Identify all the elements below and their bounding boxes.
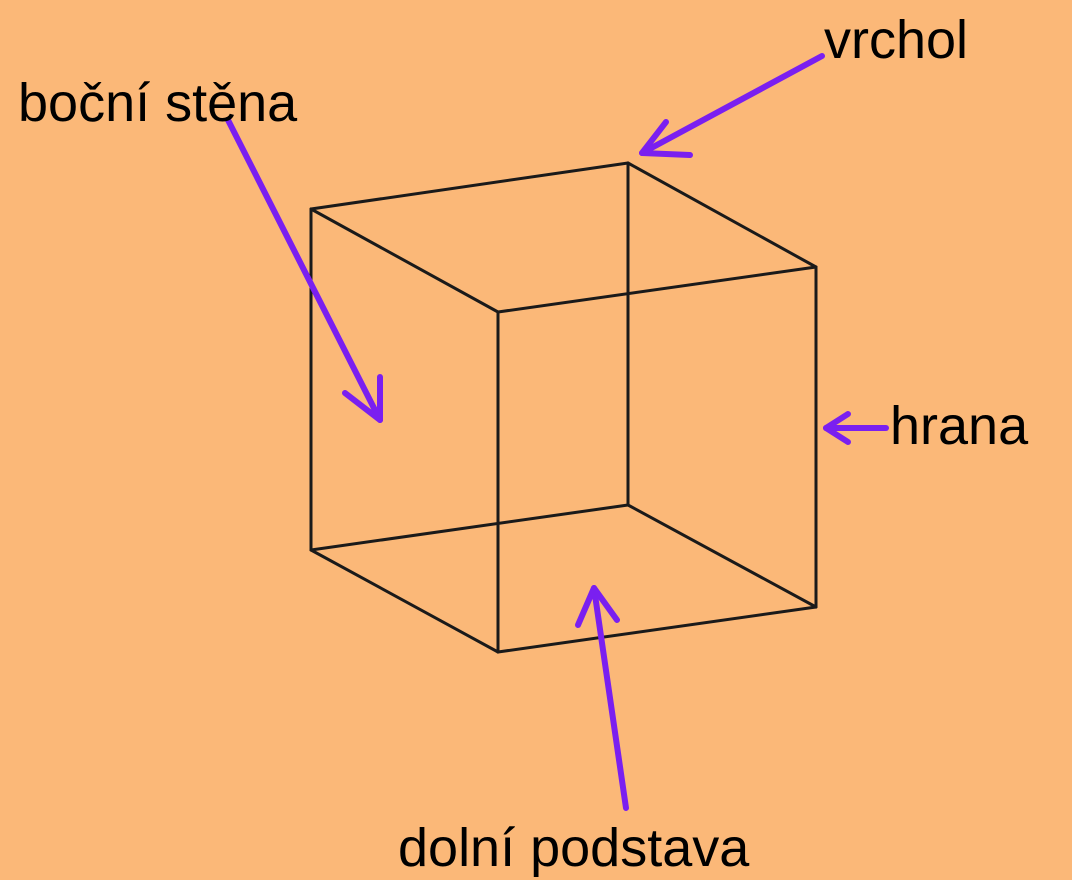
edge-label: hrana	[890, 396, 1029, 456]
arrow-bottom-base	[575, 585, 629, 811]
cube	[309, 161, 818, 654]
cube-edge	[309, 503, 630, 552]
cube-edge	[309, 207, 500, 314]
arrow-lateral-face	[225, 117, 383, 423]
arrow-edge	[823, 411, 889, 445]
cube-edge	[309, 548, 500, 654]
cube-edge	[496, 605, 818, 654]
lateral-face-label: boční stěna	[18, 73, 298, 133]
bottom-base-label: dolní podstava	[398, 818, 750, 878]
cube-edge	[309, 161, 630, 211]
cube-edge	[626, 503, 818, 609]
cube-edge	[496, 265, 818, 314]
cube-edge	[626, 161, 818, 269]
arrow-vertex	[639, 53, 825, 158]
vertex-label: vrchol	[824, 10, 968, 70]
